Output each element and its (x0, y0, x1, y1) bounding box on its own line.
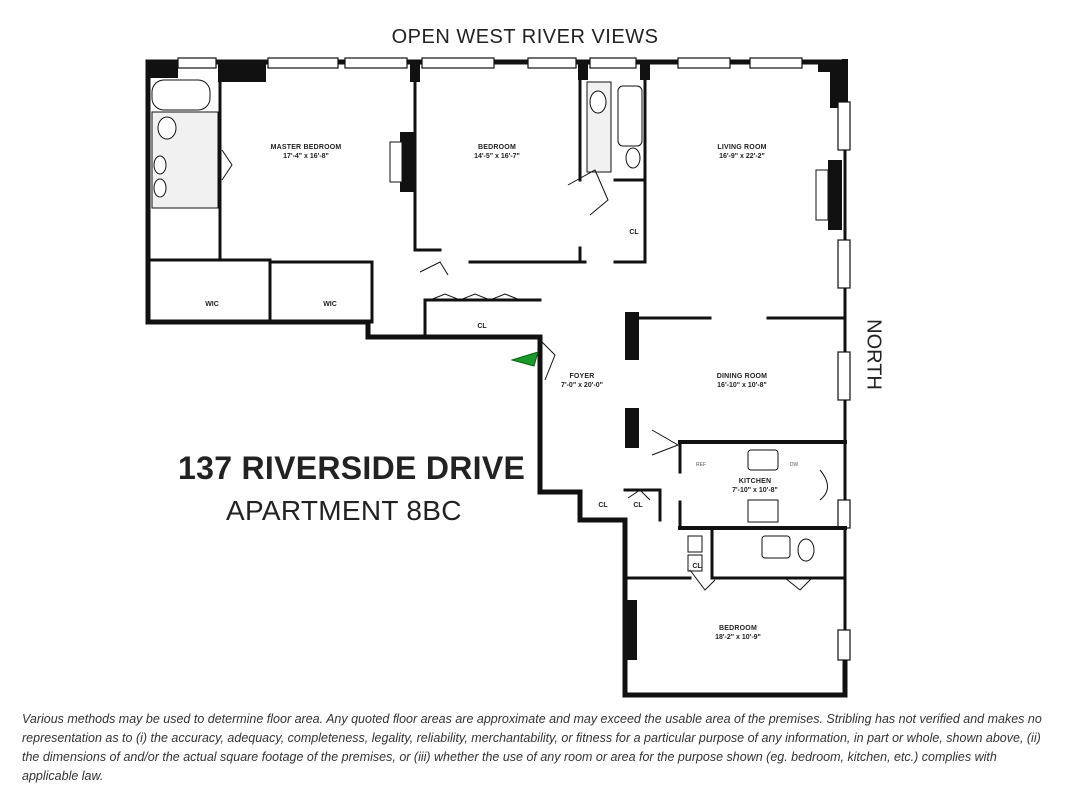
north-label: NORTH (862, 319, 885, 390)
bathtub-icon (761, 535, 791, 559)
sink-icon (747, 449, 779, 471)
foyer-dims: 7'-0" x 20'-0" (561, 382, 603, 389)
stove-icon (747, 499, 779, 523)
living-room-name: LIVING ROOM (717, 144, 766, 151)
dryer-icon (687, 554, 703, 572)
sink-icon (625, 147, 641, 169)
toilet-icon (589, 90, 607, 114)
closet-label: CL (598, 502, 608, 509)
compass-north: NORTH (858, 315, 888, 395)
wic-label: WIC (323, 301, 337, 308)
refrigerator-label: REF (696, 462, 706, 468)
listing-unit: APARTMENT 8BC (226, 495, 462, 526)
bedroom-1-name: BEDROOM (478, 144, 516, 151)
bedroom-1-dims: 14'-5" x 16'-7" (474, 153, 520, 160)
toilet-icon (797, 538, 815, 562)
entry-arrow-icon (510, 351, 539, 367)
walls (145, 57, 851, 698)
disclaimer-text: Various methods may be used to determine… (22, 712, 1042, 783)
master-bedroom-dims: 17'-4" x 16'-8" (283, 153, 329, 160)
doors (221, 149, 828, 591)
closet-labels: WIC WIC CL CL CL CL CL REF DW (205, 229, 798, 570)
bedroom-2-dims: 18'-2" x 10'-9" (715, 634, 761, 641)
closet-label: CL (477, 323, 487, 330)
dining-room-name: DINING ROOM (717, 373, 767, 380)
floor-plan: MASTER BEDROOM 17'-4" x 16'-8" BEDROOM 1… (145, 57, 851, 698)
kitchen-dims: 7'-10" x 10'-8" (732, 487, 778, 494)
living-room-dims: 16'-9" x 22'-2" (719, 153, 765, 160)
foyer-name: FOYER (569, 373, 594, 380)
master-bedroom-name: MASTER BEDROOM (271, 144, 342, 151)
closet-label: CL (692, 563, 702, 570)
bathtub-icon (617, 85, 643, 147)
view-label: OPEN WEST RIVER VIEWS (391, 26, 659, 48)
closet-label: CL (633, 502, 643, 509)
listing-address: 137 RIVERSIDE DRIVE (178, 450, 526, 486)
sink-icon (153, 155, 167, 175)
sink-icon (153, 178, 167, 198)
bedroom-2-name: BEDROOM (719, 625, 757, 632)
toilet-icon (157, 116, 177, 140)
closet-label: CL (629, 229, 639, 236)
room-labels: MASTER BEDROOM 17'-4" x 16'-8" BEDROOM 1… (271, 144, 778, 641)
bathtub-icon (151, 79, 211, 111)
dining-room-dims: 16'-10" x 10'-8" (717, 382, 767, 389)
fixtures (151, 79, 815, 572)
dishwasher-label: DW (790, 462, 799, 468)
washer-icon (687, 535, 703, 553)
wic-label: WIC (205, 301, 219, 308)
kitchen-name: KITCHEN (739, 478, 772, 485)
